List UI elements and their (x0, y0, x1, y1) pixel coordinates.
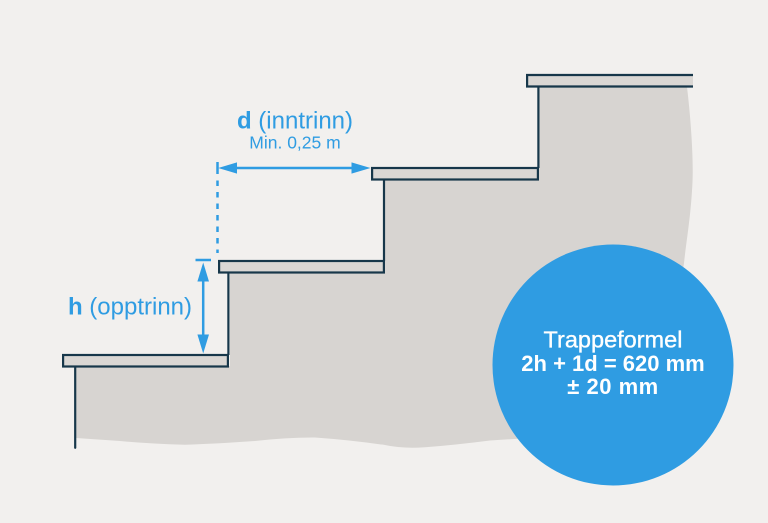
svg-text:Trappeformel: Trappeformel (544, 327, 683, 353)
svg-text:d (inntrinn): d (inntrinn) (237, 108, 353, 135)
svg-text:± 20 mm: ± 20 mm (567, 374, 658, 399)
svg-text:2h + 1d = 620 mm: 2h + 1d = 620 mm (521, 351, 704, 376)
svg-text:h (opptrinn): h (opptrinn) (68, 294, 192, 321)
svg-text:Min. 0,25 m: Min. 0,25 m (249, 132, 340, 152)
